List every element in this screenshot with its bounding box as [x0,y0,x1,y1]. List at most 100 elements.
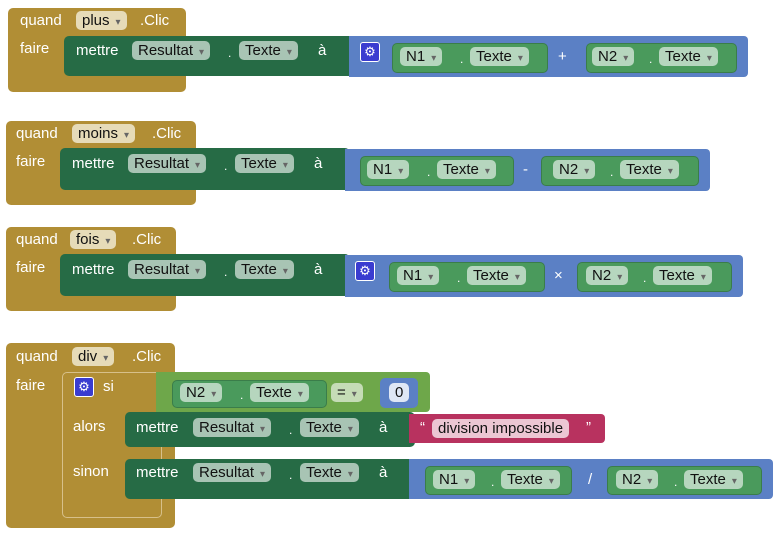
dot-label: . [289,468,293,482]
do-label: faire [16,153,46,170]
chevron-down-icon: ▾ [199,47,205,58]
chevron-down-icon: ▾ [548,476,554,487]
chevron-down-icon: ▾ [584,166,590,177]
dropdown-value: Texte [256,384,292,401]
chevron-down-icon: ▾ [124,130,130,141]
component-dropdown[interactable]: fois▾ [70,230,117,249]
property-dropdown[interactable]: Texte▾ [437,160,496,179]
component-dropdown[interactable]: div▾ [72,347,115,366]
event-name: .Clic [140,12,170,29]
gear-icon[interactable]: ⚙ [74,377,94,397]
property-dropdown[interactable]: Texte▾ [501,470,560,489]
operator-label: / [588,471,593,488]
component-dropdown[interactable]: Resultat ▾ [132,41,211,60]
component-dropdown[interactable]: Resultat▾ [193,463,272,482]
dropdown-value: Texte [306,464,342,481]
chevron-down-icon: ▾ [464,476,470,487]
when-label: quand [16,125,58,142]
component-dropdown[interactable]: N2▾ [586,266,629,285]
chevron-down-icon: ▾ [731,476,737,487]
dropdown-value: Texte [659,267,695,284]
dot-label: . [643,271,647,285]
dropdown-value: Texte [690,471,726,488]
property-dropdown[interactable]: Texte▾ [235,260,294,279]
chevron-down-icon: ▾ [706,53,712,64]
property-dropdown[interactable]: Texte▾ [239,41,298,60]
property-dropdown[interactable]: Texte ▾ [300,463,359,482]
dropdown-value: Resultat [138,42,194,59]
to-label: à [314,155,323,172]
property-dropdown[interactable]: Texte ▾ [250,383,309,402]
component-dropdown[interactable]: N2 ▾ [616,470,659,489]
property-dropdown[interactable]: Texte▾ [235,154,294,173]
chevron-down-icon: ▾ [297,389,303,400]
chevron-down-icon: ▾ [398,166,404,177]
set-label: mettre [76,42,119,59]
component-dropdown[interactable]: N1 ▾ [397,266,440,285]
chevron-down-icon: ▾ [431,53,437,64]
chevron-down-icon: ▾ [623,53,629,64]
dropdown-value: Texte [626,161,662,178]
dropdown-value: N1 [403,267,423,284]
component-dropdown[interactable]: Resultat▾ [128,260,207,279]
property-dropdown[interactable]: Texte ▾ [684,470,743,489]
chevron-down-icon: ▾ [195,160,201,171]
dot-label: . [674,475,678,489]
dropdown-value: N2 [598,48,618,65]
chevron-down-icon: ▾ [211,389,217,400]
property-dropdown[interactable]: Texte▾ [300,418,359,437]
dropdown-value: N1 [373,161,393,178]
component-dropdown[interactable]: moins▾ [72,124,136,143]
dropdown-value: N2 [622,471,642,488]
dot-label: . [228,46,232,60]
when-label: quand [16,348,58,365]
component-dropdown[interactable]: N2 ▾ [180,383,223,402]
property-dropdown[interactable]: Texte ▾ [659,47,718,66]
dropdown-value: Resultat [199,419,255,436]
if-label: si [103,378,114,395]
chevron-down-icon: ▾ [347,469,353,480]
event-name: .Clic [132,348,162,365]
dot-label: . [224,159,228,173]
component-dropdown[interactable]: N2▾ [553,160,596,179]
dropdown-value: Resultat [134,155,190,172]
else-label: sinon [73,463,109,480]
dropdown-value: Texte [306,419,342,436]
do-label: faire [20,40,50,57]
component-dropdown[interactable]: N1 ▾ [367,160,410,179]
property-dropdown[interactable]: Texte▾ [467,266,526,285]
dot-label: . [460,52,464,66]
text-field[interactable]: division impossible [432,419,570,438]
dot-label: . [457,271,461,285]
do-label: faire [16,259,46,276]
chevron-down-icon: ▾ [647,476,653,487]
component-dropdown[interactable]: N1 ▾ [433,470,476,489]
dropdown-value: Resultat [199,464,255,481]
property-dropdown[interactable]: Texte▾ [620,160,679,179]
gear-icon[interactable]: ⚙ [355,261,375,281]
component-dropdown[interactable]: Resultat ▾ [128,154,207,173]
dropdown-value: N2 [186,384,206,401]
component-dropdown[interactable]: plus▾ [76,11,127,30]
chevron-down-icon: ▾ [428,272,434,283]
dropdown-value: Texte [241,261,277,278]
dropdown-value: N1 [439,471,459,488]
component-dropdown[interactable]: Resultat▾ [193,418,272,437]
dropdown-value: fois [76,231,100,248]
property-dropdown[interactable]: Texte▾ [470,47,529,66]
chevron-down-icon: ▾ [103,353,109,364]
number-field[interactable]: 0 [389,383,410,402]
chevron-down-icon: ▾ [484,166,490,177]
operator-dropdown[interactable]: =▾ [331,383,363,402]
dropdown-value: Texte [665,48,701,65]
component-dropdown[interactable]: N2 ▾ [592,47,635,66]
chevron-down-icon: ▾ [351,389,357,400]
gear-icon[interactable]: ⚙ [360,42,380,62]
operator-label: × [554,267,563,284]
dropdown-value: plus [82,12,110,29]
dropdown-value: Texte [473,267,509,284]
property-dropdown[interactable]: Texte▾ [653,266,712,285]
event-name: .Clic [132,231,162,248]
dot-label: . [289,423,293,437]
component-dropdown[interactable]: N1▾ [400,47,443,66]
